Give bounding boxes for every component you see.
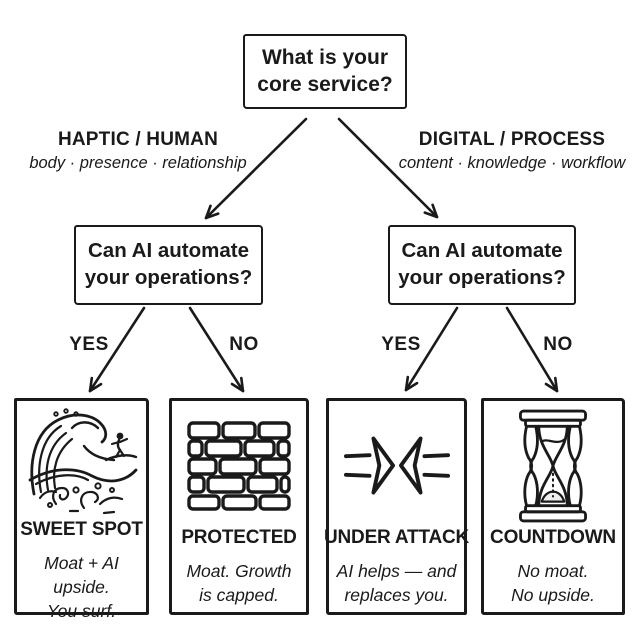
arrow-right-yes <box>404 306 459 392</box>
branch-title: HAPTIC / HUMAN <box>57 129 219 150</box>
outcome-card-sweet-spot: SWEET SPOT Moat + AI upside. You surf. <box>14 398 149 621</box>
arrow-left-yes <box>88 306 146 393</box>
branch-subtitle: body · presence · relationship <box>29 154 247 172</box>
outcome-subtitle: Moat. Growth is capped. <box>186 561 292 606</box>
outcome-card-countdown: COUNTDOWN No moat. No upside. <box>481 398 625 615</box>
arrow-left-no <box>188 306 245 393</box>
outcome-title: SWEET SPOT <box>20 519 143 540</box>
hourglass-icon <box>508 408 598 524</box>
brick-wall-icon <box>186 408 292 524</box>
outcome-title: COUNTDOWN <box>490 527 616 548</box>
node-question-text: Can AI automate your operations? <box>398 239 566 289</box>
outcome-title: PROTECTED <box>181 527 297 548</box>
branch-label-digital-process: DIGITAL / PROCESS content · knowledge · … <box>398 129 626 173</box>
arrow-root-to-right <box>337 117 439 219</box>
node-question-text: Can AI automate your operations? <box>84 239 253 289</box>
outcome-subtitle: No moat. No upside. <box>511 561 595 606</box>
edge-label-yes: YES <box>69 334 109 355</box>
branch-title: DIGITAL / PROCESS <box>418 129 606 150</box>
wave-surfer-icon <box>26 408 138 516</box>
outcome-card-under-attack: UNDER ATTACK AI helps — and replaces you… <box>324 398 470 615</box>
outcome-title: UNDER ATTACK <box>324 527 470 548</box>
node-core-service: What is your core service? <box>243 34 407 109</box>
edge-label-no: NO <box>543 334 573 355</box>
outcome-subtitle: Moat + AI upside. You surf. <box>44 553 119 622</box>
branch-label-haptic-human: HAPTIC / HUMAN body · presence · relatio… <box>26 129 250 173</box>
arrow-root-to-left <box>204 117 308 220</box>
edge-label-yes: YES <box>381 334 421 355</box>
outcome-subtitle: AI helps — and replaces you. <box>336 561 457 606</box>
branch-subtitle: content · knowledge · workflow <box>398 154 626 172</box>
outcome-card-protected: PROTECTED Moat. Growth is capped. <box>169 398 309 615</box>
converging-arrows-icon <box>343 408 450 524</box>
node-can-ai-automate-left: Can AI automate your operations? <box>74 225 263 305</box>
arrow-right-no <box>505 306 559 393</box>
edge-label-no: NO <box>229 334 259 355</box>
node-can-ai-automate-right: Can AI automate your operations? <box>388 225 576 305</box>
node-core-service-text: What is your core service? <box>257 45 393 96</box>
